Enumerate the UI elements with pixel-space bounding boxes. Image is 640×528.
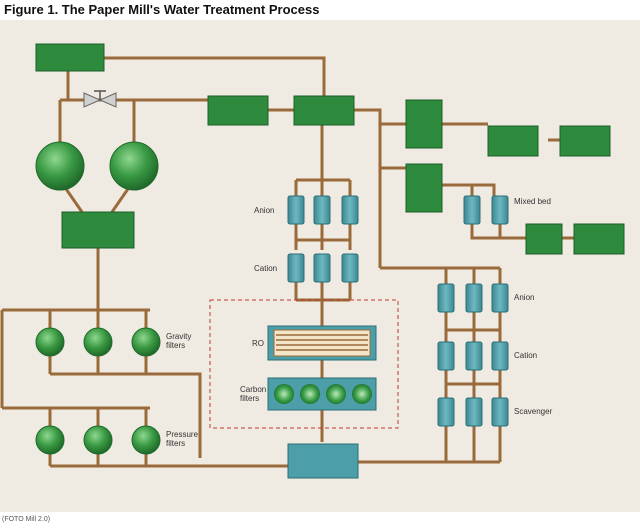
cation-column [437, 341, 455, 371]
anion-column [491, 283, 509, 313]
unit-c [405, 99, 443, 149]
label-gravity-filters-1: Gravity [166, 332, 191, 341]
cation-column [465, 341, 483, 371]
upper-ion-exchange [287, 195, 359, 283]
pressure-filters [35, 425, 161, 455]
settling-tanks [35, 141, 159, 191]
cation-column [491, 341, 509, 371]
mixed-bed-column [463, 195, 481, 225]
anion-column [465, 283, 483, 313]
label-anion-upper: Anion [254, 206, 274, 215]
label-pressure-filters-1: Pressure [166, 430, 199, 439]
anion-column [437, 283, 455, 313]
right-ion-exchange [437, 283, 509, 427]
gravity-filter [83, 327, 113, 357]
scavenger-column [437, 397, 455, 427]
label-pressure-filters-2: filters [166, 439, 185, 448]
pressure-filter [35, 425, 65, 455]
tank-left [35, 141, 85, 191]
storage-tank [287, 443, 359, 479]
cation-column [313, 253, 331, 283]
label-ro: RO [252, 339, 264, 348]
unit-a [207, 95, 269, 126]
unit-b [293, 95, 355, 126]
label-carbon-filters-1: Carbon [240, 385, 266, 394]
unit-f [559, 125, 611, 157]
anion-column [287, 195, 305, 225]
mixing-unit [61, 211, 135, 249]
mixed-bed-columns [463, 195, 509, 225]
carbon-filters-unit [267, 377, 377, 411]
unit-h [573, 223, 625, 255]
valve-icon [83, 90, 117, 108]
scavenger-column [491, 397, 509, 427]
pressure-filter [83, 425, 113, 455]
unit-g [525, 223, 563, 255]
unit-e [487, 125, 539, 157]
anion-column [341, 195, 359, 225]
label-cation-right: Cation [514, 351, 537, 360]
gravity-filter [131, 327, 161, 357]
label-carbon-filters-2: filters [240, 394, 259, 403]
label-mixed-bed: Mixed bed [514, 197, 551, 206]
anion-column [313, 195, 331, 225]
image-credit: (FOTO Mill 2.0) [2, 516, 51, 523]
scavenger-column [465, 397, 483, 427]
mixed-bed-column [491, 195, 509, 225]
gravity-filters [35, 327, 161, 357]
label-anion-right: Anion [514, 293, 534, 302]
label-gravity-filters-2: filters [166, 341, 185, 350]
cation-column [287, 253, 305, 283]
unit-d [405, 163, 443, 213]
tank-right [109, 141, 159, 191]
ro-unit [267, 325, 377, 361]
figure-title: Figure 1. The Paper Mill's Water Treatme… [4, 2, 320, 17]
ro-enclosure [209, 299, 399, 429]
water-treatment-diagram: Anion Cation Mixed bed RO Carbon filters… [0, 20, 640, 512]
label-cation-upper: Cation [254, 264, 277, 273]
pressure-filter [131, 425, 161, 455]
source-unit [35, 43, 105, 72]
gravity-filter [35, 327, 65, 357]
cation-column [341, 253, 359, 283]
label-scavenger: Scavenger [514, 407, 553, 416]
process-units [35, 43, 625, 255]
